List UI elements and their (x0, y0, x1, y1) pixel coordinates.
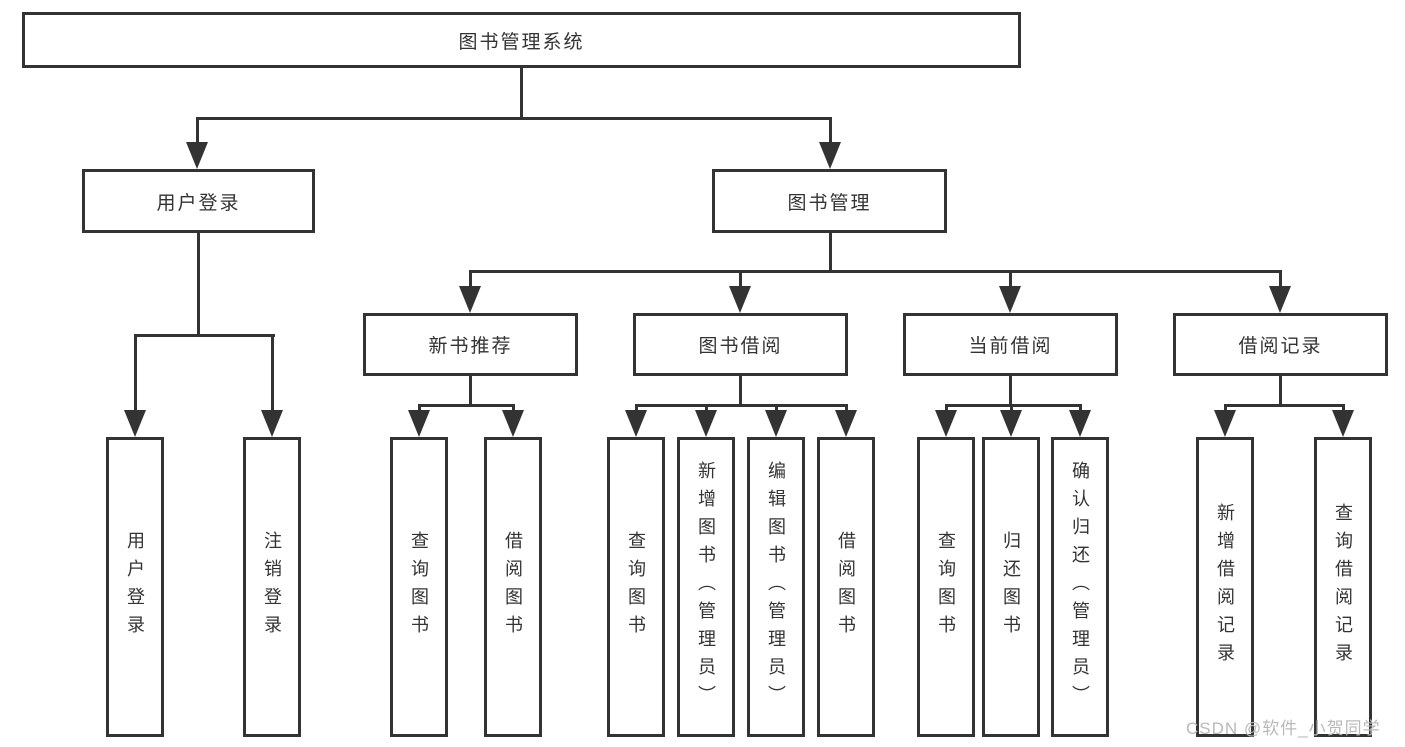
connector-segment (1010, 404, 1013, 414)
node-label: 归还图书 (1001, 531, 1021, 643)
connector-segment (635, 404, 638, 414)
node-label: 图书借阅 (698, 336, 783, 357)
node-label: 图书管理 (787, 192, 872, 214)
arrow-down-icon (729, 286, 751, 313)
arrow-down-icon (625, 410, 647, 437)
connector-segment (1009, 270, 1012, 290)
connector-segment (945, 404, 1082, 407)
node-label: 借阅图书 (836, 531, 856, 643)
arrow-down-icon (1214, 410, 1236, 437)
leaf-query-books-borrowing: 查询图书 (607, 437, 665, 737)
arrow-down-icon (124, 410, 146, 437)
node-current-borrowing: 当前借阅 (903, 313, 1118, 376)
leaf-logout: 注销登录 (243, 437, 301, 737)
leaf-borrow-books-borrowing: 借阅图书 (817, 437, 875, 737)
connector-segment (271, 334, 274, 414)
connector-segment (739, 270, 742, 290)
node-label: 图书管理系统 (458, 31, 585, 53)
node-label: 注销登录 (262, 531, 282, 643)
leaf-add-book-admin: 新增图书（管理员） (677, 437, 735, 737)
connector-segment (1224, 404, 1345, 407)
node-label: 查询图书 (409, 531, 429, 643)
connector-segment (469, 376, 472, 407)
connector-segment (196, 117, 199, 145)
node-book-management: 图书管理 (712, 169, 947, 233)
arrow-down-icon (695, 410, 717, 437)
leaf-add-borrow-record: 新增借阅记录 (1196, 437, 1254, 737)
connector-segment (197, 233, 200, 337)
connector-segment (469, 270, 1282, 273)
connector-segment (520, 68, 523, 119)
leaf-query-books-recommend: 查询图书 (390, 437, 448, 737)
node-borrowing-records: 借阅记录 (1173, 313, 1388, 376)
leaf-return-books: 归还图书 (982, 437, 1040, 737)
leaf-borrow-books-recommend: 借阅图书 (484, 437, 542, 737)
arrow-down-icon (935, 410, 957, 437)
connector-segment (775, 404, 778, 414)
node-label: 新增借阅记录 (1215, 503, 1235, 671)
connector-segment (1009, 376, 1012, 407)
node-label: 新增图书（管理员） (696, 461, 716, 713)
arrow-down-icon (835, 410, 857, 437)
arrow-down-icon (1069, 410, 1091, 437)
connector-segment (945, 404, 948, 414)
connector-segment (1224, 404, 1227, 414)
arrow-down-icon (502, 410, 524, 437)
node-new-book-recommendation: 新书推荐 (363, 313, 578, 376)
node-label: 借阅记录 (1238, 336, 1323, 357)
arrow-down-icon (1332, 410, 1354, 437)
connector-segment (829, 233, 832, 273)
arrow-down-icon (819, 142, 841, 169)
connector-segment (845, 404, 848, 414)
connector-segment (512, 404, 515, 414)
connector-segment (197, 117, 832, 120)
connector-segment (1342, 404, 1345, 414)
leaf-edit-book-admin: 编辑图书（管理员） (747, 437, 805, 737)
node-user-login: 用户登录 (82, 169, 315, 233)
node-library-management-system: 图书管理系统 (22, 12, 1021, 68)
node-label: 当前借阅 (968, 336, 1053, 357)
connector-segment (1279, 270, 1282, 290)
node-label: 用户登录 (125, 531, 145, 643)
arrow-down-icon (186, 142, 208, 169)
leaf-user-login: 用户登录 (106, 437, 164, 737)
connector-segment (469, 270, 472, 290)
node-book-borrowing: 图书借阅 (633, 313, 848, 376)
connector-segment (829, 117, 832, 145)
connector-segment (134, 334, 137, 414)
connector-segment (134, 334, 275, 337)
node-label: 新书推荐 (428, 336, 513, 357)
leaf-confirm-return-admin: 确认归还（管理员） (1051, 437, 1109, 737)
connector-segment (1079, 404, 1082, 414)
connector-segment (635, 404, 848, 407)
arrow-down-icon (1269, 286, 1291, 313)
leaf-query-books-current: 查询图书 (917, 437, 975, 737)
arrow-down-icon (765, 410, 787, 437)
arrow-down-icon (408, 410, 430, 437)
csdn-watermark: CSDN @软件_小贺同学 (1186, 719, 1381, 738)
arrow-down-icon (1000, 410, 1022, 437)
node-label: 用户登录 (156, 192, 241, 214)
node-label: 编辑图书（管理员） (766, 461, 786, 713)
node-label: 确认归还（管理员） (1070, 461, 1090, 713)
node-label: 借阅图书 (503, 531, 523, 643)
arrow-down-icon (261, 410, 283, 437)
connector-segment (705, 404, 708, 414)
connector-segment (418, 404, 421, 414)
node-label: 查询借阅记录 (1333, 503, 1353, 671)
connector-segment (1279, 376, 1282, 407)
connector-segment (739, 376, 742, 407)
node-label: 查询图书 (936, 531, 956, 643)
arrow-down-icon (999, 286, 1021, 313)
leaf-query-borrow-record: 查询借阅记录 (1314, 437, 1372, 737)
node-label: 查询图书 (626, 531, 646, 643)
connector-segment (418, 404, 515, 407)
arrow-down-icon (459, 286, 481, 313)
